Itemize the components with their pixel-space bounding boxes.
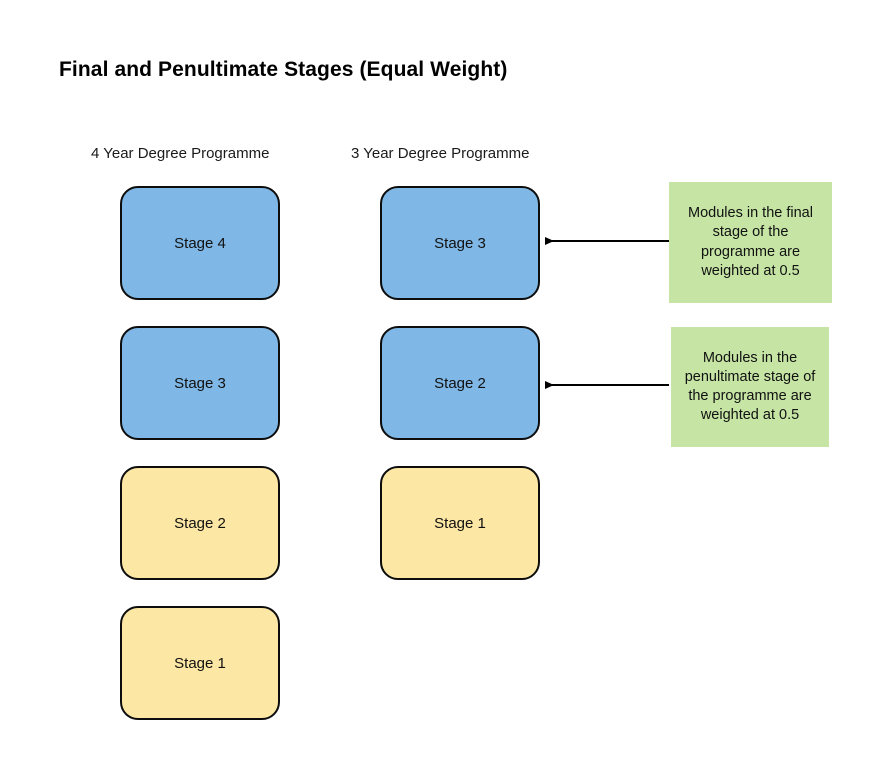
callout-final-stage-weighting: Modules in the final stage of the progra… bbox=[669, 182, 832, 303]
stage-box-3yr-stage-3[interactable]: Stage 3 bbox=[380, 186, 540, 300]
stage-box-4yr-stage-1[interactable]: Stage 1 bbox=[120, 606, 280, 720]
stage-box-3yr-stage-1[interactable]: Stage 1 bbox=[380, 466, 540, 580]
page-title: Final and Penultimate Stages (Equal Weig… bbox=[59, 58, 508, 81]
stage-box-4yr-stage-3[interactable]: Stage 3 bbox=[120, 326, 280, 440]
callout-penultimate-stage-weighting: Modules in the penultimate stage of the … bbox=[671, 327, 829, 447]
column-header-4-year: 4 Year Degree Programme bbox=[91, 145, 270, 162]
stage-box-4yr-stage-2[interactable]: Stage 2 bbox=[120, 466, 280, 580]
stage-box-4yr-stage-4[interactable]: Stage 4 bbox=[120, 186, 280, 300]
column-header-3-year: 3 Year Degree Programme bbox=[351, 145, 530, 162]
stage-box-3yr-stage-2[interactable]: Stage 2 bbox=[380, 326, 540, 440]
